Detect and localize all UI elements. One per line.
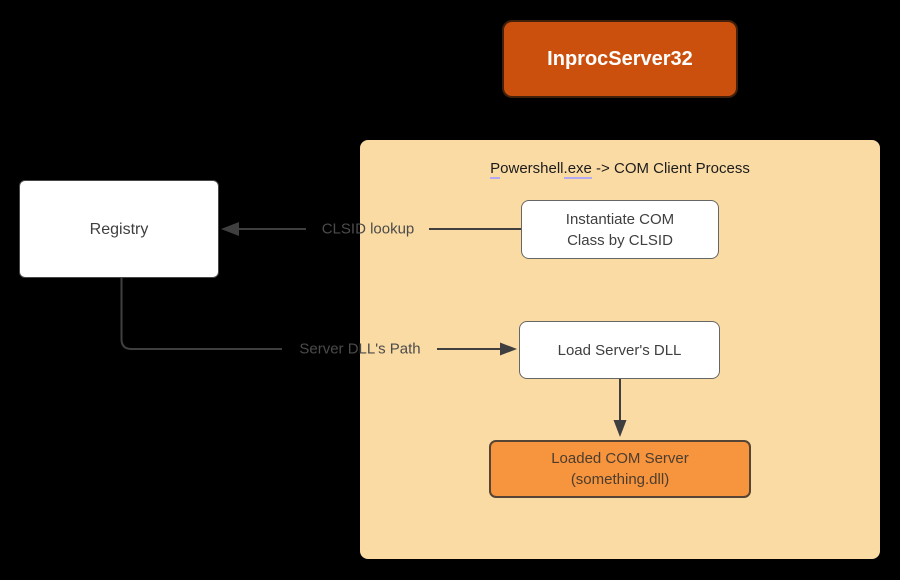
process-title: Powershell.exe -> COM Client Process <box>360 159 880 179</box>
load-server-dll-label: Load Server's DLL <box>557 341 682 359</box>
process-title-part: -> COM Client Process <box>591 160 750 177</box>
instantiate-line2: Class by CLSID <box>567 231 673 249</box>
load-server-dll-node: Load Server's DLL <box>519 321 720 379</box>
process-title-part: P <box>490 160 501 179</box>
loaded-server-line1: Loaded COM Server <box>551 450 689 467</box>
loaded-com-server-node: Loaded COM Server (something.dll) <box>489 440 751 498</box>
inprocserver32-label: InprocServer32 <box>547 47 693 70</box>
process-title-part: .exe <box>563 160 592 179</box>
instantiate-line1: Instantiate COM <box>565 210 675 228</box>
registry-label: Registry <box>89 220 149 238</box>
server-dll-path-label: Server DLL's Path <box>299 340 421 358</box>
instantiate-com-node: Instantiate COM Class by CLSID <box>521 200 719 259</box>
registry-node: Registry <box>19 180 219 278</box>
clsid-lookup-label: CLSID lookup <box>321 220 415 238</box>
arrowhead-left-icon <box>221 222 239 236</box>
loaded-server-line2: (something.dll) <box>570 471 670 488</box>
inprocserver32-box: InprocServer32 <box>502 20 738 98</box>
process-title-part: owershell <box>500 160 564 177</box>
